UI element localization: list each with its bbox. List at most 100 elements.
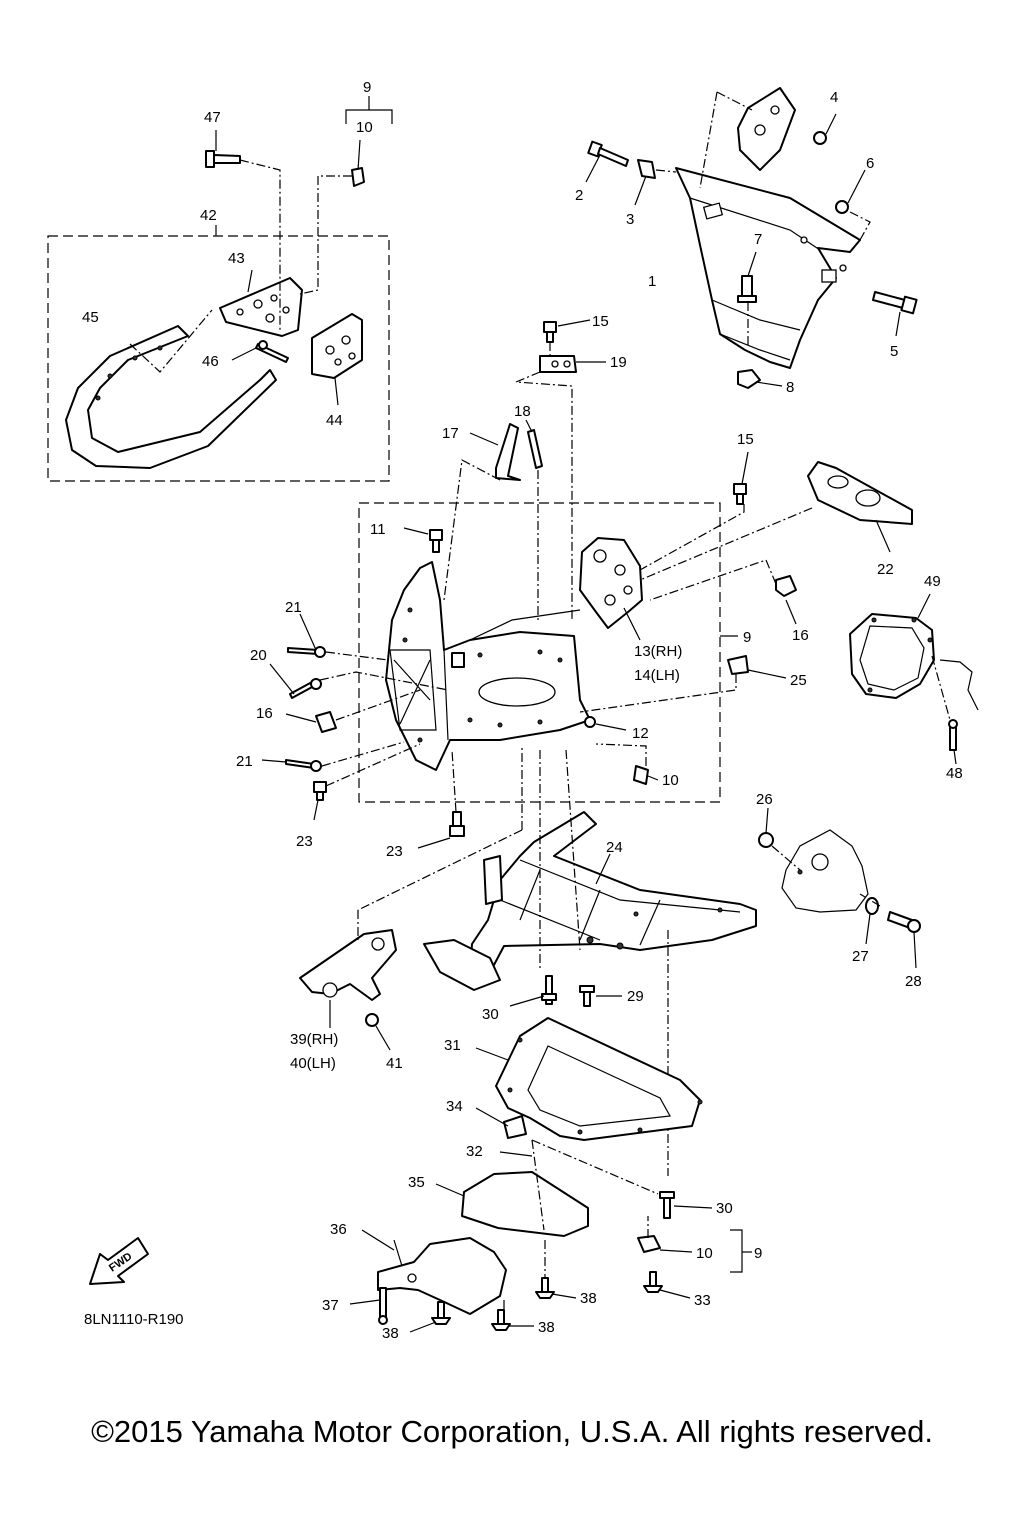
clip-part-10-bottom[interactable] (637, 1235, 661, 1253)
rivet-part-21-top[interactable] (287, 646, 326, 658)
bumper-pad-part-16[interactable] (775, 575, 797, 597)
callout-30-top: 30 (482, 1006, 499, 1023)
rivet-part-20[interactable] (289, 678, 322, 699)
callout-21-top: 21 (285, 599, 302, 616)
bolt-part-30-top[interactable] (541, 975, 557, 1005)
bracket-part-13-14[interactable] (579, 537, 643, 629)
nut-part-8[interactable] (737, 369, 761, 389)
bolt-part-23-center[interactable] (449, 811, 465, 837)
callout-27: 27 (852, 948, 869, 965)
callout-45: 45 (82, 309, 99, 326)
bracket-part-43[interactable] (219, 277, 303, 337)
nut-part-25[interactable] (727, 655, 749, 675)
bolt-part-23-left[interactable] (313, 781, 327, 801)
callout-49: 49 (924, 573, 941, 590)
strip-part-18[interactable] (527, 429, 543, 469)
front-bumper-part-1[interactable] (675, 167, 861, 369)
frame-outline-right (939, 659, 979, 711)
callout-15: 15 (737, 431, 754, 448)
nut-part-26[interactable] (758, 832, 774, 848)
callout-38-center: 38 (538, 1319, 555, 1336)
frame-front-assembly[interactable] (385, 561, 591, 771)
bracket-part-39-40[interactable] (299, 929, 397, 1001)
nut-part-41[interactable] (365, 1013, 379, 1027)
frame-part-24[interactable] (423, 811, 757, 991)
callout-44: 44 (326, 412, 343, 429)
callout-19: 19 (610, 354, 627, 371)
bolt-part-15[interactable] (733, 483, 747, 505)
screw-part-38-left[interactable] (431, 1301, 451, 1325)
bumper-pad-part-16-left[interactable] (315, 711, 337, 733)
callout-13: 13(RH) (634, 643, 682, 660)
callout-38-left: 38 (382, 1325, 399, 1342)
plate-part-35[interactable] (461, 1171, 589, 1237)
callout-4: 4 (830, 89, 838, 106)
callout-labels: 1 2 3 4 5 6 7 8 9 10 11 12 13(RH) 14(LH)… (82, 79, 963, 1342)
bolt-part-7[interactable] (737, 275, 757, 303)
bolt-part-30-bottom[interactable] (659, 1191, 675, 1219)
screw-part-33[interactable] (643, 1271, 663, 1293)
callout-15-top: 15 (592, 313, 609, 330)
rivet-part-48[interactable] (948, 719, 958, 751)
skid-plate-part-31[interactable] (495, 1017, 703, 1141)
callout-35: 35 (408, 1174, 425, 1191)
callout-22: 22 (877, 561, 894, 578)
callout-34: 34 (446, 1098, 463, 1115)
callout-37: 37 (322, 1297, 339, 1314)
callout-26: 26 (756, 791, 773, 808)
callout-2: 2 (575, 187, 583, 204)
callout-28: 28 (905, 973, 922, 990)
callout-31: 31 (444, 1037, 461, 1054)
bolt-part-47[interactable] (205, 150, 241, 168)
callout-21-bottom: 21 (236, 753, 253, 770)
callout-38-right: 38 (580, 1290, 597, 1307)
callout-8: 8 (786, 379, 794, 396)
clip-part-10-mid[interactable] (633, 765, 649, 785)
nut-part-4[interactable] (813, 131, 827, 145)
bolt-part-2[interactable] (587, 140, 629, 167)
callout-16-left: 16 (256, 705, 273, 722)
nut-part-6[interactable] (835, 200, 849, 214)
callout-9-top: 9 (363, 79, 371, 96)
frame-bracket-right[interactable] (781, 829, 869, 913)
bolt-part-28[interactable] (887, 911, 921, 933)
bracket-part-36[interactable] (377, 1237, 507, 1315)
callout-17: 17 (442, 425, 459, 442)
callout-47: 47 (204, 109, 221, 126)
callout-1: 1 (648, 273, 656, 290)
screw-part-38-center[interactable] (491, 1309, 511, 1331)
callout-20: 20 (250, 647, 267, 664)
callout-36: 36 (330, 1221, 347, 1238)
callout-24: 24 (606, 839, 623, 856)
plate-part-22[interactable] (807, 461, 913, 525)
rivet-part-46[interactable] (255, 340, 289, 363)
bolt-part-15-top[interactable] (543, 321, 557, 343)
rivet-part-12[interactable] (584, 716, 596, 728)
clip-part-34[interactable] (503, 1115, 527, 1139)
bumper-part-45[interactable] (65, 325, 277, 469)
screw-part-38-right[interactable] (535, 1277, 555, 1299)
bracket-part-4-mount[interactable] (737, 87, 796, 171)
fwd-arrow-icon: FWD (89, 1237, 149, 1285)
bracket-part-19[interactable] (539, 355, 577, 373)
rivet-part-21-bottom[interactable] (285, 759, 322, 772)
callout-9-bottom: 9 (754, 1245, 762, 1262)
callout-25: 25 (790, 672, 807, 689)
callout-10-bottom: 10 (696, 1245, 713, 1262)
plate-part-49[interactable] (849, 613, 935, 699)
clip-part-3[interactable] (637, 159, 656, 179)
washer-part-27[interactable] (865, 897, 879, 915)
callout-9-group: 9 (743, 629, 751, 646)
callout-23-center: 23 (386, 843, 403, 860)
bolt-part-37[interactable] (378, 1287, 388, 1325)
bolt-part-11[interactable] (429, 529, 443, 553)
plate-part-17[interactable] (495, 423, 521, 481)
callout-18: 18 (514, 403, 531, 420)
bolt-part-5[interactable] (872, 291, 918, 315)
bracket-part-44[interactable] (311, 313, 363, 379)
callout-11: 11 (370, 521, 386, 538)
clip-part-10-top[interactable] (351, 167, 365, 187)
callout-33: 33 (694, 1292, 711, 1309)
bolt-part-29[interactable] (579, 985, 595, 1007)
